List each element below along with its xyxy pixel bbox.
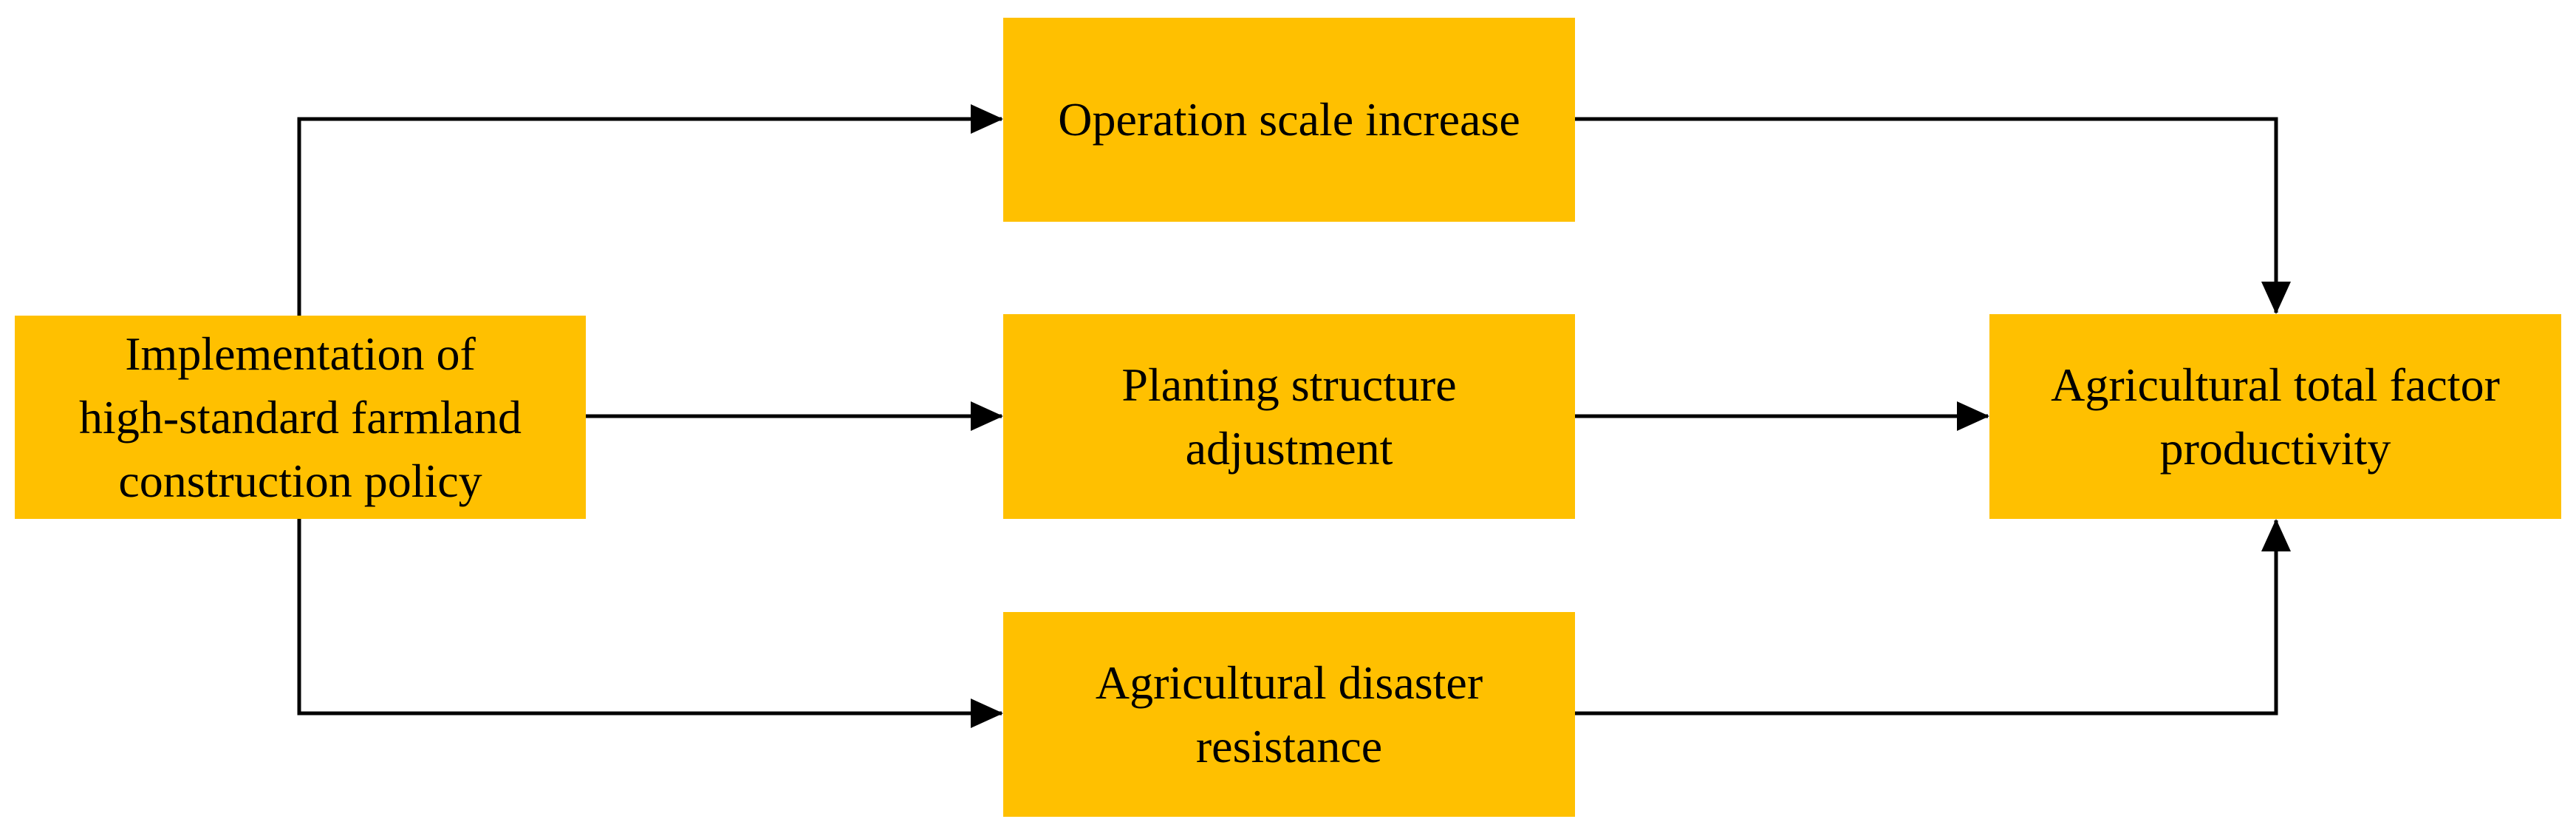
node-policy-line-3: construction policy (118, 454, 482, 507)
node-policy-line-1: Implementation of (125, 327, 476, 380)
node-disaster-line-2: resistance (1195, 719, 1383, 772)
node-tfp-line-2: productivity (2159, 421, 2391, 475)
node-planting-structure: Planting structure adjustment (1003, 314, 1575, 519)
edge-policy-to-disaster (297, 519, 1003, 728)
node-operation-scale: Operation scale increase (1003, 18, 1575, 222)
node-total-factor-productivity: Agricultural total factor productivity (1989, 314, 2561, 519)
node-policy-line-2: high-standard farmland (79, 390, 522, 444)
node-policy-implementation: Implementation of high-standard farmland… (15, 316, 586, 519)
edge-disaster-to-tfp (1575, 519, 2291, 716)
edge-policy-to-scale (297, 104, 1003, 316)
node-scale-line-1: Operation scale increase (1058, 93, 1520, 146)
node-disaster-resistance: Agricultural disaster resistance (1003, 612, 1575, 817)
edge-scale-to-tfp (1575, 117, 2291, 314)
node-planting-line-1: Planting structure (1121, 358, 1457, 411)
node-planting-line-2: adjustment (1185, 421, 1393, 475)
node-tfp-line-1: Agricultural total factor (2051, 358, 2500, 411)
node-disaster-line-1: Agricultural disaster (1095, 656, 1483, 709)
